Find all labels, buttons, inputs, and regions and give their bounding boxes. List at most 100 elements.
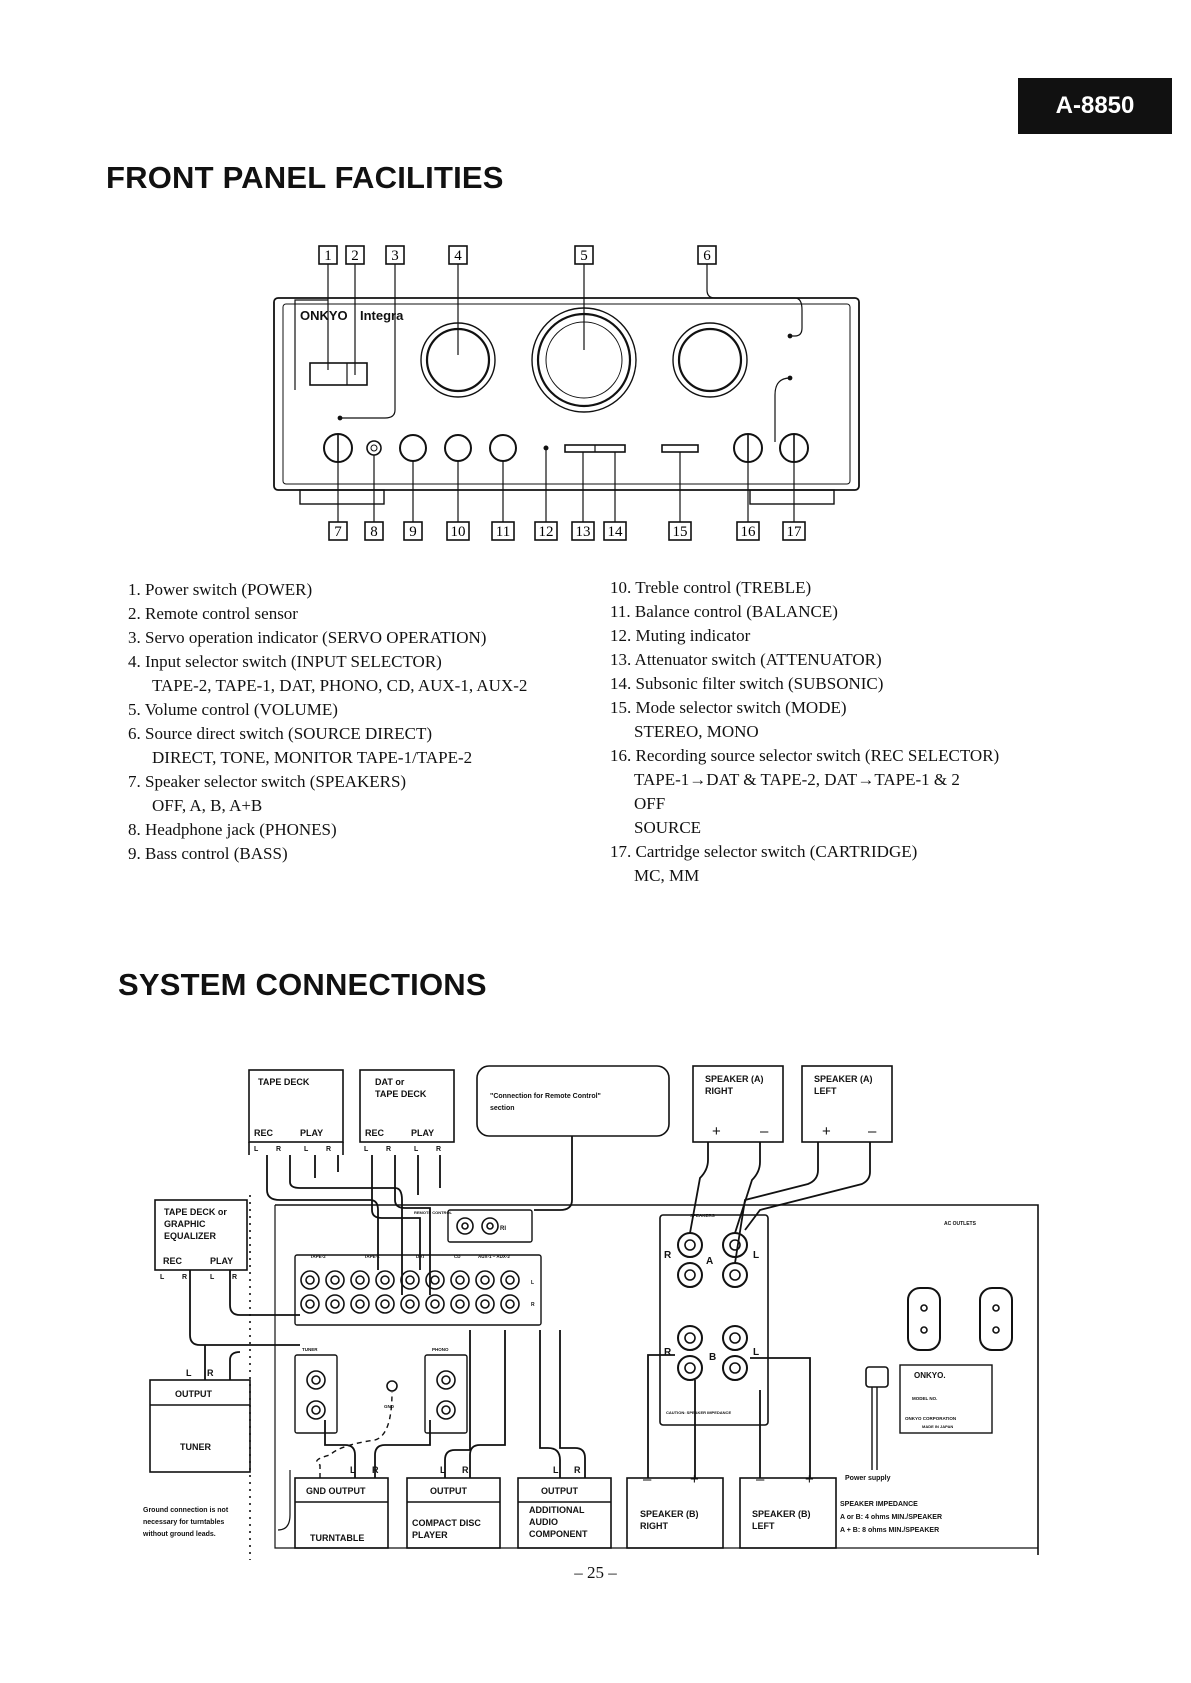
speaker-a-left-line1: SPEAKER (A)	[814, 1074, 873, 1084]
svg-text:L: L	[304, 1146, 309, 1153]
svg-text:L: L	[753, 1347, 759, 1358]
svg-text:10: 10	[451, 524, 466, 540]
rca-jack	[325, 1294, 345, 1314]
svg-text:R: R	[436, 1146, 441, 1153]
rca-jack	[455, 1299, 465, 1309]
legend-item: 3. Servo operation indicator (SERVO OPER…	[128, 628, 487, 647]
svg-text:R: R	[531, 1302, 535, 1308]
remote-note-box	[476, 1065, 670, 1137]
svg-text:11: 11	[496, 524, 510, 540]
svg-text:REC: REC	[163, 1256, 183, 1266]
rca-jack	[450, 1294, 470, 1314]
svg-text:CAUTION: SPEAKER IMPEDANCE: CAUTION: SPEAKER IMPEDANCE	[666, 1410, 731, 1415]
callout-5-label: 5	[580, 248, 588, 264]
callout-15: 15	[668, 521, 692, 541]
impedance-line1: A or B: 4 ohms MIN./SPEAKER	[840, 1514, 942, 1521]
svg-text:PHONO: PHONO	[432, 1347, 449, 1352]
rca-jack	[480, 1299, 490, 1309]
svg-text:ONKYO.: ONKYO.	[914, 1371, 946, 1380]
svg-text:–: –	[868, 1123, 877, 1140]
svg-text:SPEAKERS: SPEAKERS	[690, 1213, 715, 1218]
legend-item: 16. Recording source selector switch (RE…	[610, 746, 1000, 765]
legend-item: 10. Treble control (TREBLE)	[610, 578, 812, 597]
speaker-b-right-line1: SPEAKER (B)	[640, 1509, 699, 1519]
rca-jack	[375, 1270, 395, 1290]
svg-text:+: +	[805, 1471, 814, 1488]
rca-jack	[500, 1294, 520, 1314]
svg-text:REMOTE CONTROL: REMOTE CONTROL	[414, 1210, 453, 1215]
additional-line1: ADDITIONAL	[529, 1505, 585, 1515]
tape-eq-line2: GRAPHIC	[164, 1219, 206, 1229]
tuner-name: TUNER	[180, 1442, 211, 1452]
legend-item: 4. Input selector switch (INPUT SELECTOR…	[128, 652, 442, 671]
legend-item: 11. Balance control (BALANCE)	[610, 602, 838, 621]
callout-5: 5	[574, 245, 594, 265]
amplifier-front: ONKYO Integra	[273, 297, 860, 505]
callout-16: 16	[736, 521, 760, 541]
svg-text:R: R	[664, 1250, 672, 1261]
power-supply-label: Power supply	[845, 1475, 891, 1482]
impedance-line2: A + B: 8 ohms MIN./SPEAKER	[840, 1527, 939, 1534]
callout-1: 1	[318, 245, 338, 265]
svg-text:ONKYO CORPORATION: ONKYO CORPORATION	[905, 1416, 956, 1421]
turntable-name: TURNTABLE	[310, 1533, 364, 1543]
rca-jack	[400, 1270, 420, 1290]
svg-text:13: 13	[576, 524, 591, 540]
svg-text:OUTPUT: OUTPUT	[430, 1486, 468, 1496]
brand-logo: ONKYO	[300, 308, 348, 323]
system-connections-diagram: TAPE DECK REC PLAY L R L R DAT or TAPE D…	[142, 1065, 1039, 1560]
rca-jack	[375, 1294, 395, 1314]
rca-jack	[305, 1275, 315, 1285]
legend-item: 14. Subsonic filter switch (SUBSONIC)	[610, 674, 884, 693]
svg-text:7: 7	[334, 524, 342, 540]
callout-7: 7	[328, 521, 348, 541]
legend-item: 6. Source direct switch (SOURCE DIRECT)	[128, 724, 433, 743]
rca-jack	[350, 1270, 370, 1290]
rca-jack	[425, 1270, 445, 1290]
legend-item: 15. Mode selector switch (MODE)	[610, 698, 847, 717]
svg-text:TAPE-1: TAPE-1	[364, 1254, 380, 1259]
rca-jack	[480, 1275, 490, 1285]
additional-line2: AUDIO	[529, 1517, 558, 1527]
svg-text:L: L	[364, 1146, 369, 1153]
callout-17: 17	[782, 521, 806, 541]
tape-deck-box	[248, 1069, 344, 1143]
rca-jack	[500, 1270, 520, 1290]
rca-jack	[405, 1299, 415, 1309]
turntable-gnd-output: GND OUTPUT	[306, 1486, 366, 1496]
svg-text:+: +	[712, 1123, 721, 1140]
callout-8: 8	[364, 521, 384, 541]
rca-jack	[380, 1299, 390, 1309]
svg-text:L: L	[414, 1146, 419, 1153]
speaker-b-left-line2: LEFT	[752, 1521, 775, 1531]
rca-jack	[475, 1270, 495, 1290]
rca-jack	[475, 1294, 495, 1314]
svg-text:TAPE-2: TAPE-2	[310, 1254, 326, 1259]
rca-jack	[430, 1299, 440, 1309]
rca-jack	[305, 1299, 315, 1309]
svg-text:12: 12	[539, 524, 554, 540]
svg-text:8: 8	[370, 524, 378, 540]
svg-text:A: A	[706, 1256, 713, 1267]
callout-2: 2	[345, 245, 365, 265]
tape-deck-play: PLAY	[300, 1128, 323, 1138]
additional-line3: COMPONENT	[529, 1529, 588, 1539]
additional-component-box	[517, 1477, 612, 1549]
speaker-a-left-line2: LEFT	[814, 1086, 837, 1096]
legend-item: STEREO, MONO	[634, 722, 759, 741]
legend-right: 10. Treble control (TREBLE) 11. Balance c…	[610, 576, 999, 888]
svg-text:16: 16	[741, 524, 757, 540]
svg-text:REC: REC	[365, 1128, 385, 1138]
cd-line2: PLAYER	[412, 1530, 448, 1540]
dat-line2: TAPE DECK	[375, 1089, 427, 1099]
svg-text:R: R	[326, 1146, 331, 1153]
rca-jack	[355, 1275, 365, 1285]
svg-text:9: 9	[409, 524, 417, 540]
tape-eq-box	[154, 1199, 248, 1271]
cables	[189, 1136, 871, 1531]
speaker-a-left-box	[801, 1065, 893, 1143]
callout-3: 3	[385, 245, 405, 265]
svg-text:PLAY: PLAY	[210, 1256, 233, 1266]
svg-text:R: R	[182, 1274, 187, 1281]
turntable-box	[294, 1477, 389, 1549]
